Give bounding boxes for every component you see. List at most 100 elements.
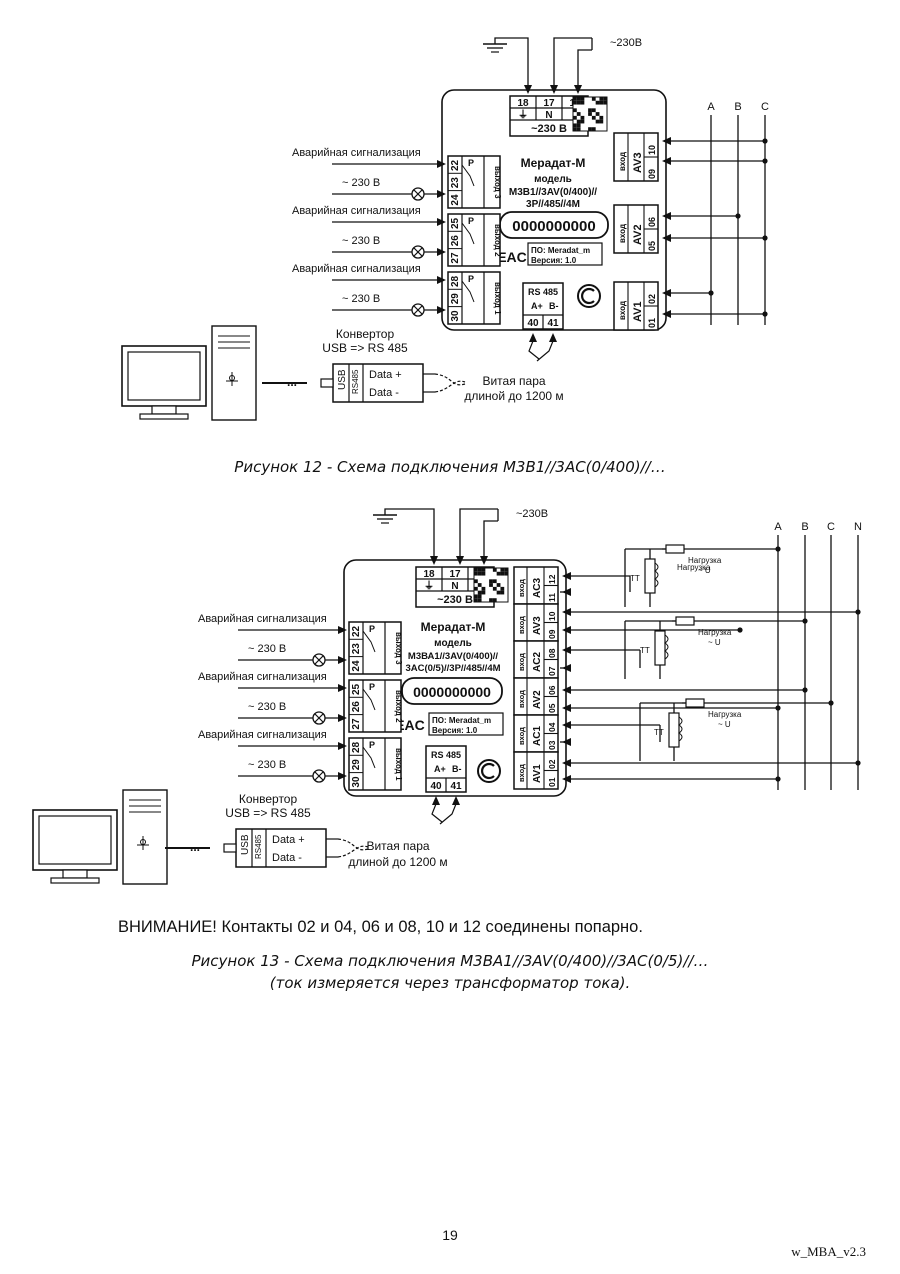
wire: [413, 305, 423, 315]
junction-dot: [737, 627, 743, 633]
software-line: Версия: 1.0: [432, 726, 478, 735]
qr-module: [496, 571, 501, 576]
model-line: 3AC(0/5)//3P//485//4M: [405, 663, 500, 674]
terminal-number: 17: [449, 569, 461, 580]
terminal-number: 01: [647, 318, 657, 328]
arrow-head: [662, 289, 671, 297]
arrow-head: [338, 772, 347, 780]
qr-module: [477, 594, 482, 599]
qr-module: [481, 586, 486, 591]
terminal-number: 41: [450, 781, 462, 792]
qr-module: [576, 119, 581, 124]
qr-module: [489, 583, 493, 587]
load-label: ~ U: [708, 638, 721, 647]
document-version: w_MBA_v2.3: [791, 1244, 866, 1259]
wire: [461, 222, 475, 245]
terminal-number: 23: [351, 643, 362, 655]
software-line: ПО: Meradat_m: [531, 246, 590, 255]
wire: [314, 771, 324, 781]
terminal-symbol: N: [451, 581, 458, 592]
input-name: AC1: [532, 726, 543, 746]
arrow-head: [562, 775, 571, 783]
qr-module: [481, 571, 486, 576]
junction-dot: [762, 158, 768, 164]
terminal-number: 25: [351, 683, 362, 695]
wire: [439, 803, 457, 825]
serial-number: 0000000000: [413, 684, 491, 700]
twisted-pair-label: длиной до 1200 м: [348, 855, 447, 869]
qr-module: [573, 108, 577, 113]
qr-module: [576, 100, 581, 105]
terminal-number: 05: [547, 703, 557, 713]
arrow-head: [662, 310, 671, 318]
terminal-number: 28: [351, 741, 362, 753]
qr-module: [595, 119, 600, 124]
qr-module: [492, 568, 497, 572]
voltage-label: ~ 230 В: [342, 235, 380, 247]
terminal-number: 05: [647, 241, 657, 251]
input-name: AC2: [532, 652, 543, 672]
model-label: модель: [434, 638, 472, 649]
monitor-base: [139, 413, 189, 420]
terminal-number: 17: [543, 98, 555, 109]
voltage-label: ~ 230 В: [248, 701, 286, 713]
wire: [314, 713, 324, 723]
terminal-number: 40: [527, 318, 539, 329]
arrow-head: [662, 234, 671, 242]
wire: [413, 247, 423, 257]
relay-terminal-block: [447, 213, 501, 267]
power-voltage-label: ~230 В: [437, 594, 473, 606]
qr-module: [573, 97, 577, 101]
qr-module: [576, 123, 581, 128]
qr-module: [477, 598, 482, 602]
qr-module: [580, 100, 585, 105]
data-plus-label: Data +: [369, 369, 402, 381]
rs485-vertical-label: RS485: [254, 834, 263, 859]
qr-module: [576, 127, 581, 131]
software-line: Версия: 1.0: [531, 256, 577, 265]
qr-module: [588, 108, 592, 113]
terminal-number: 27: [351, 718, 362, 730]
current-transformer-icon: [654, 630, 666, 666]
model-label: модель: [534, 174, 572, 185]
terminal-number: 26: [351, 701, 362, 713]
converter-label: USB => RS 485: [322, 341, 408, 355]
arrow-head: [452, 796, 460, 805]
qr-module: [474, 571, 478, 576]
junction-dot: [855, 609, 861, 615]
relay-terminal-block: [447, 271, 501, 325]
phase-label: A: [774, 521, 782, 533]
alarm-label: Аварийная сигнализация: [292, 147, 421, 159]
qr-module: [474, 598, 478, 602]
terminal-number: 30: [351, 776, 362, 788]
wire: [413, 189, 423, 199]
arrow-head: [456, 556, 464, 565]
terminal-number: 29: [351, 759, 362, 771]
terminal-number: 03: [547, 740, 557, 750]
qr-module: [500, 568, 505, 572]
terminal-number: 11: [547, 593, 557, 602]
relay-label: P: [369, 740, 375, 750]
voltage-label: ~ 230 В: [342, 177, 380, 189]
arrow-head: [562, 664, 571, 672]
qr-module: [591, 127, 596, 131]
voltage-label: ~ 230 В: [248, 643, 286, 655]
qr-module: [477, 590, 482, 595]
qr-module: [588, 112, 592, 116]
usb-plug: [320, 378, 334, 388]
wire: [483, 520, 498, 561]
monitor-stand: [62, 869, 88, 879]
junction-dot: [708, 290, 714, 296]
qr-module: [588, 127, 592, 131]
wire: [362, 746, 376, 769]
caption-figure-12: Рисунок 12 - Схема подключения М3В1//3АС…: [234, 458, 666, 476]
terminal-number: 04: [547, 722, 557, 732]
terminal-number: 29: [450, 293, 461, 305]
alarm-label: Аварийная сигнализация: [198, 671, 327, 683]
model-line: М3В1//3AV(0/400)//: [509, 187, 597, 198]
qr-module: [474, 579, 478, 584]
input-name: AV2: [632, 224, 644, 245]
arrow-head: [562, 588, 571, 596]
arrow-head: [574, 85, 582, 94]
qr-module: [580, 115, 585, 120]
